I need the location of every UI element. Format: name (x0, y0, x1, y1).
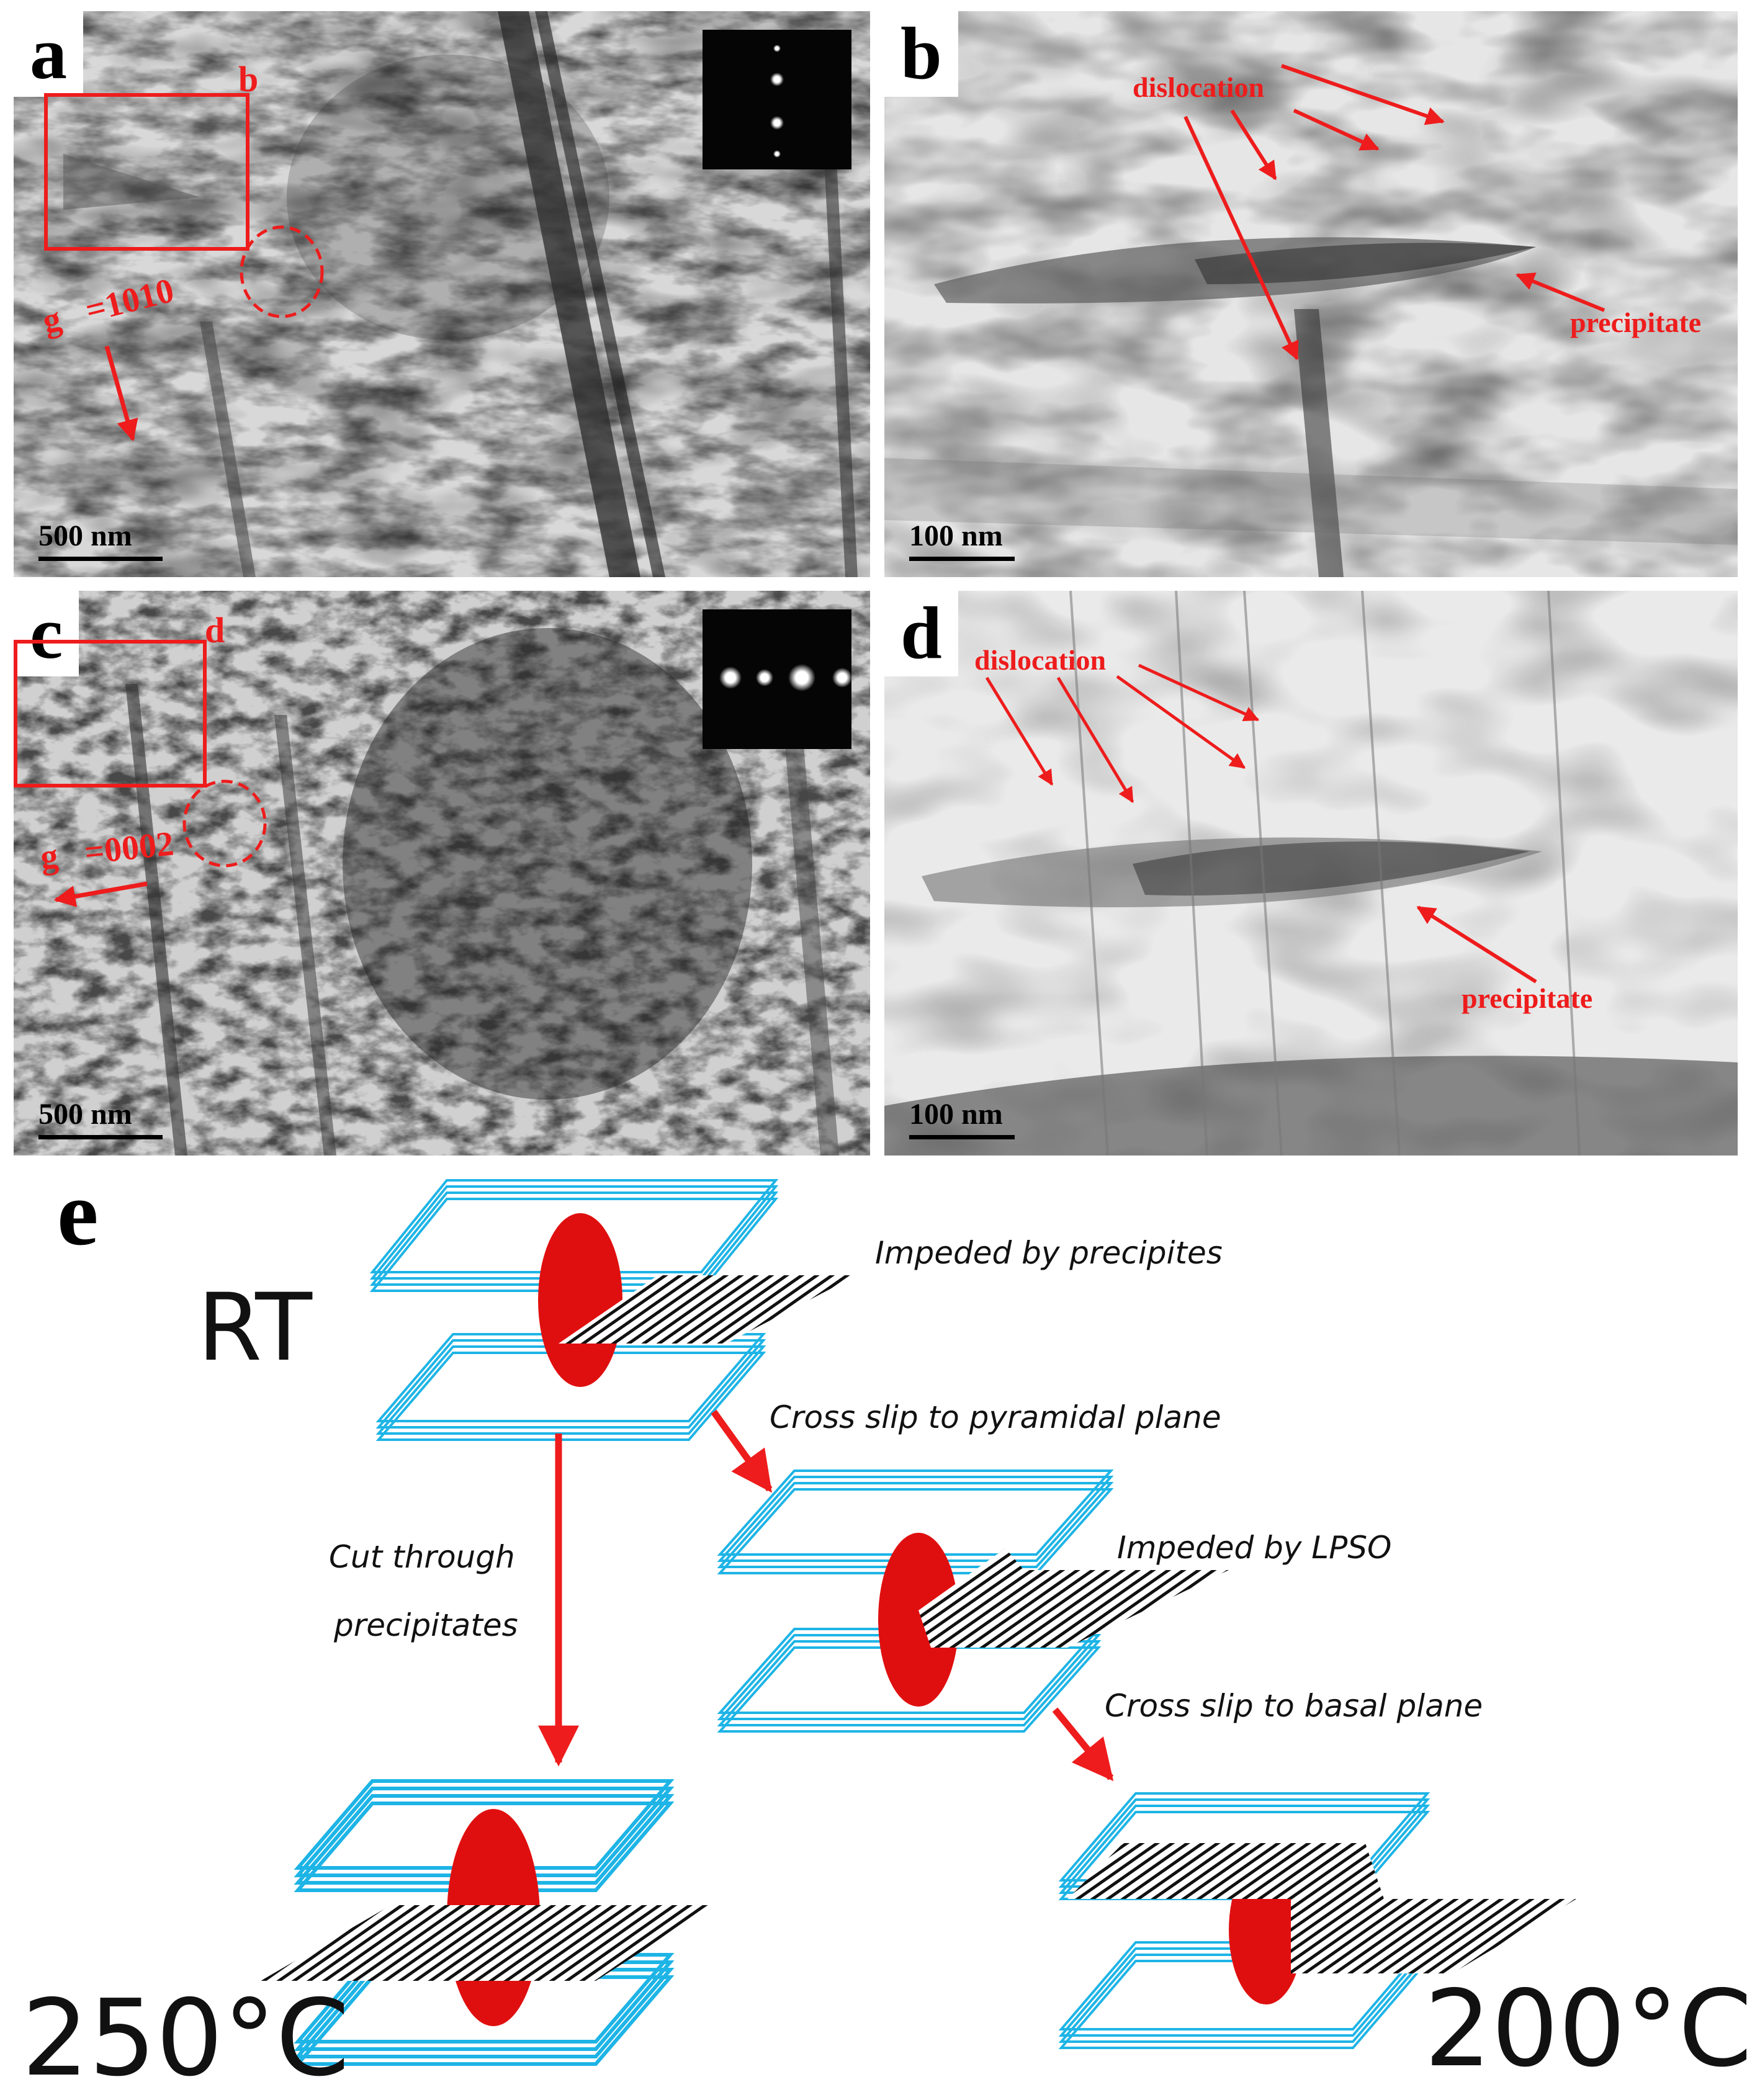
cross-basal-text: Cross slip to basal plane (1105, 1688, 1483, 1724)
tem-texture-c (14, 591, 870, 1155)
box-label-b: b (238, 59, 259, 99)
scale-bar-d: 100 nm (909, 1097, 1015, 1139)
panel-label-c: c (14, 591, 79, 676)
t250-top-plane (294, 1779, 675, 1892)
scale-bar-a: 500 nm (38, 519, 163, 561)
scale-text-d: 100 nm (909, 1098, 1003, 1131)
schematic-panel-e: e (0, 1167, 1747, 2097)
tem-panel-a: a b g⃗=1010 500 nm (14, 11, 870, 577)
schematic-drawing (261, 1179, 1576, 2066)
t250-label: 250°C (22, 1977, 350, 2100)
precipitates-text: precipitates (334, 1607, 518, 1643)
arrow-rt-to-pyramidal (711, 1409, 773, 1493)
rt-label: RT (197, 1274, 312, 1382)
box-label-d: d (205, 610, 225, 650)
cross-pyramidal-text: Cross slip to pyramidal plane (770, 1399, 1221, 1435)
scale-bar-b: 100 nm (909, 519, 1015, 561)
pyramidal-precipitate (878, 1533, 959, 1707)
scale-text-b: 100 nm (909, 519, 1003, 552)
t200-label: 200°C (1424, 1968, 1747, 2091)
dislocation-label-d: dislocation (974, 644, 1107, 676)
rt-precipitate (538, 1213, 622, 1387)
panel-label-d: d (884, 591, 958, 676)
scale-text-a: 500 nm (38, 519, 132, 552)
panel-label-b: b (884, 11, 958, 97)
impeded-precipitates-text: Impeded by precipites (875, 1235, 1223, 1271)
t200-slip-plane (1067, 1843, 1576, 1973)
tem-panel-d: d dislocation precipitate 100 nm (884, 591, 1738, 1155)
pyramidal-slip-plane (918, 1548, 1229, 1648)
diffraction-inset-c (703, 609, 852, 749)
arrow-pyramidal-to-200 (1052, 1707, 1114, 1782)
diffraction-inset-a (703, 30, 851, 169)
panel-label-a: a (14, 11, 83, 97)
dislocation-label-b: dislocation (1133, 71, 1265, 103)
rt-slip-plane (559, 1275, 856, 1344)
precipitate-label-d: precipitate (1462, 982, 1593, 1014)
scale-bar-c: 500 nm (38, 1097, 163, 1139)
scale-text-c: 500 nm (38, 1098, 132, 1131)
cut-through-text: Cut through (329, 1539, 515, 1575)
panel-label-e: e (57, 1162, 99, 1265)
tem-panel-c: c d g⃗=0002 500 nm (14, 591, 870, 1155)
impeded-lpso-text: Impeded by LPSO (1117, 1530, 1392, 1566)
tem-panel-b: b dislocation precipitate 100 nm (884, 11, 1738, 577)
tem-texture-b (884, 11, 1738, 577)
precipitate-label-b: precipitate (1570, 307, 1702, 338)
t250-slip-plane (261, 1905, 714, 1981)
